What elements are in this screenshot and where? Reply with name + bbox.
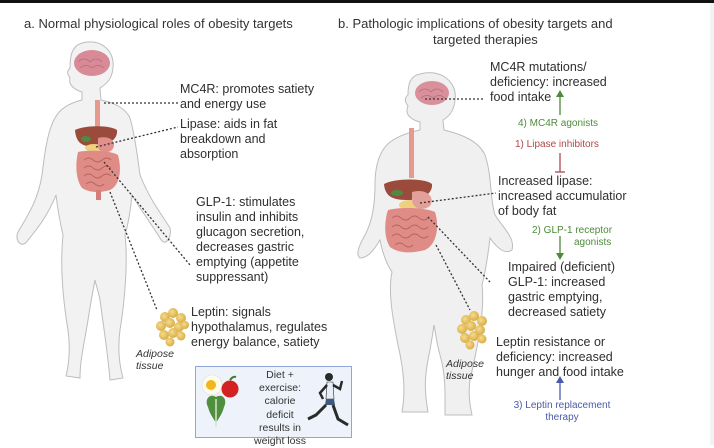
panel-a-adipose-label: Adipose tissue	[136, 348, 174, 372]
panel-b-glp1-label: Impaired (deficient) GLP-1: increased ga…	[508, 260, 615, 320]
label-line: deficiency: increased	[490, 75, 607, 89]
label-line: food intake	[490, 90, 552, 104]
label-line: and energy use	[180, 97, 267, 111]
label-line: hunger and food intake	[496, 365, 624, 379]
therapy-leptin-replacement: 3) Leptin replacement therapy	[508, 400, 616, 424]
intestines-icon	[76, 150, 120, 193]
title-line: b. Pathologic implications of obesity ta…	[338, 16, 613, 31]
adipose-tissue-icon-b	[457, 311, 487, 350]
right-edge	[710, 3, 714, 445]
therapy-line: 2) GLP-1 receptor	[532, 225, 613, 236]
gallbladder-icon	[81, 136, 91, 142]
brain-icon	[74, 50, 110, 76]
label-line: MC4R: promotes satiety	[180, 82, 315, 96]
label-line: increased accumulatior	[498, 189, 627, 203]
panel-b-lipase-label: Increased lipase: increased accumulatior…	[498, 174, 627, 219]
label-line: decreased satiety	[508, 305, 606, 319]
stomach-icon	[98, 137, 115, 153]
connectors-a	[95, 102, 191, 311]
therapy-mc4r-agonists: 4) MC4R agonists	[518, 118, 599, 129]
panel-a-title: a. Normal physiological roles of obesity…	[24, 16, 293, 31]
therapy-glp1-agonists: 2) GLP-1 receptor agonists	[532, 225, 612, 249]
title-line: targeted therapies	[433, 32, 538, 47]
label-line: deficiency: increased	[496, 350, 613, 364]
label-line: decreases gastric	[196, 240, 294, 254]
therapy-lipase-inhibitors: 1) Lipase inhibitors	[515, 139, 599, 150]
glp1-agonist-arrow	[556, 236, 564, 260]
label-line: tissue	[446, 370, 474, 382]
therapy-line: agonists	[574, 237, 612, 248]
diet-exercise-text: Diet + exercise: calorie deficit results…	[254, 369, 306, 448]
label-line: insulin and inhibits	[196, 210, 299, 224]
panel-b-adipose-label: Adipose tissue	[446, 358, 484, 382]
label-line: emptying (appetite	[196, 255, 299, 269]
esophagus-icon	[95, 100, 100, 130]
lipase-inhibitor-arrow	[555, 153, 565, 173]
label-line: tissue	[136, 360, 164, 372]
label-line: of body fat	[498, 204, 557, 218]
apple-icon	[221, 375, 239, 398]
label-line: Leptin: signals	[191, 305, 271, 319]
label-line: Adipose	[136, 348, 174, 360]
runner-icon	[307, 373, 349, 427]
panel-b-leptin-label: Leptin resistance or deficiency: increas…	[496, 335, 624, 380]
label-line: breakdown and	[180, 132, 266, 146]
label-line: glucagon secretion,	[196, 225, 305, 239]
adipose-tissue-icon-a	[156, 308, 189, 347]
normal-body-figure	[16, 41, 189, 381]
panel-a-mc4r-label: MC4R: promotes satiety and energy use	[180, 82, 314, 112]
label-line: Adipose	[446, 358, 484, 370]
panel-a-leptin-label: Leptin: signals hypothalamus, regulates …	[191, 305, 327, 350]
diet-illustration	[201, 373, 349, 427]
label-line: hypothalamus, regulates	[191, 320, 328, 334]
label-line: GLP-1: increased	[508, 275, 606, 289]
egg-icon	[201, 374, 223, 396]
therapy-line: 3) Leptin replacement	[513, 400, 611, 411]
diet-exercise-box: Diet + exercise: calorie deficit results…	[195, 366, 352, 447]
label-line: Impaired (deficient)	[508, 260, 615, 274]
label-line: MC4R mutations/	[490, 60, 587, 74]
label-line: Increased lipase:	[498, 174, 593, 188]
label-line: absorption	[180, 147, 239, 161]
label-line: Leptin resistance or	[496, 335, 606, 349]
panel-b-title: b. Pathologic implications of obesity ta…	[338, 16, 613, 48]
label-line: gastric emptying,	[508, 290, 603, 304]
panel-a-glp1-label: GLP-1: stimulates insulin and inhibits g…	[196, 195, 304, 285]
label-line: GLP-1: stimulates	[196, 195, 296, 209]
top-border	[0, 0, 714, 3]
mc4r-agonist-arrow	[556, 90, 564, 115]
lettuce-icon	[206, 395, 226, 427]
leptin-replacement-arrow	[556, 376, 564, 400]
brain-icon-b	[415, 81, 449, 105]
obese-body-figure	[357, 72, 514, 416]
label-line: Lipase: aids in fat	[180, 117, 278, 131]
panel-b-mc4r-label: MC4R mutations/ deficiency: increased fo…	[490, 60, 607, 105]
label-line: energy balance, satiety	[191, 335, 320, 349]
therapy-line: therapy	[545, 412, 579, 423]
panel-a-lipase-label: Lipase: aids in fat breakdown and absorp…	[180, 117, 277, 162]
connectors-b	[419, 98, 497, 311]
label-line: suppressant)	[196, 270, 269, 284]
